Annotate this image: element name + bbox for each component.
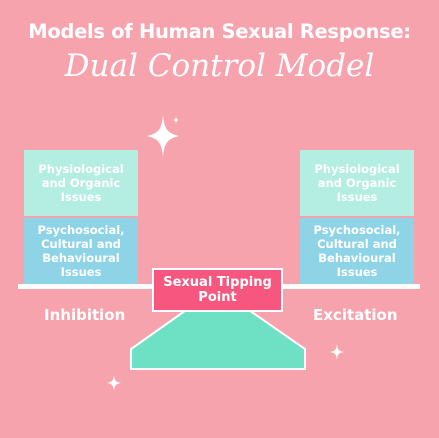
sparkle-icon [330,344,344,360]
tipping-point-box: Sexual Tipping Point [152,268,283,312]
left-physiological-box: Physiological and Organic Issues [24,150,138,216]
right-physiological-box: Physiological and Organic Issues [300,150,414,216]
excitation-label: Excitation [313,306,398,324]
inhibition-label: Inhibition [44,306,126,324]
page-title: Models of Human Sexual Response: [28,20,411,43]
right-psychosocial-box: Psychosocial, Cultural and Behavioural I… [300,218,414,284]
left-psychosocial-box: Psychosocial, Cultural and Behavioural I… [24,218,138,284]
sparkle-icon [107,375,121,391]
sparkle-icon [147,115,180,157]
page-subtitle: Dual Control Model [64,48,375,84]
